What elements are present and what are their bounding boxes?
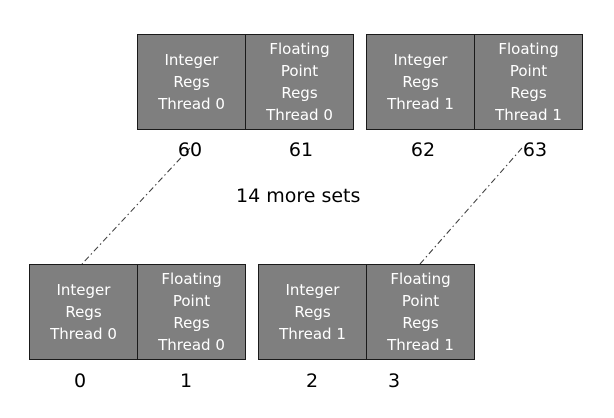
bottom-float-regs-thread0-box: Floating Point Regs Thread 0 <box>137 264 246 360</box>
connector-line-right <box>419 147 523 265</box>
box-line: Regs <box>510 84 547 102</box>
box-line: Floating <box>498 40 559 58</box>
box-line: Regs <box>402 73 439 91</box>
box-line: Regs <box>173 73 210 91</box>
more-sets-caption: 14 more sets <box>236 185 361 207</box>
box-line: Integer <box>285 281 340 299</box>
box-line: Regs <box>173 314 210 332</box>
box-line: Point <box>172 292 211 310</box>
box-line: Thread 0 <box>50 325 117 343</box>
bottom-number-2: 2 <box>305 370 319 392</box>
top-float-regs-thread1-box: Floating Point Regs Thread 1 <box>474 34 583 130</box>
top-number-60: 60 <box>177 139 203 161</box>
box-line: Thread 0 <box>158 95 225 113</box>
box-line: Integer <box>164 51 219 69</box>
box-line: Integer <box>393 51 448 69</box>
box-line: Floating <box>269 40 330 58</box>
box-line: Thread 1 <box>387 336 454 354</box>
box-line: Regs <box>281 84 318 102</box>
top-float-regs-thread0-box: Floating Point Regs Thread 0 <box>245 34 354 130</box>
box-line: Regs <box>65 303 102 321</box>
top-number-61: 61 <box>288 139 314 161</box>
top-integer-regs-thread1-box: Integer Regs Thread 1 <box>366 34 475 130</box>
box-line: Point <box>280 62 319 80</box>
bottom-number-0: 0 <box>73 370 87 392</box>
top-integer-regs-thread0-box: Integer Regs Thread 0 <box>137 34 246 130</box>
box-line: Floating <box>161 270 222 288</box>
box-line: Thread 1 <box>387 95 454 113</box>
box-line: Floating <box>390 270 451 288</box>
box-line: Point <box>509 62 548 80</box>
box-line: Thread 1 <box>495 106 562 124</box>
box-line: Regs <box>402 314 439 332</box>
bottom-number-3: 3 <box>387 370 401 392</box>
box-line: Point <box>401 292 440 310</box>
bottom-integer-regs-thread0-box: Integer Regs Thread 0 <box>29 264 138 360</box>
box-line: Integer <box>56 281 111 299</box>
bottom-integer-regs-thread1-box: Integer Regs Thread 1 <box>258 264 367 360</box>
box-line: Regs <box>294 303 331 321</box>
box-line: Thread 0 <box>158 336 225 354</box>
bottom-float-regs-thread1-box: Floating Point Regs Thread 1 <box>366 264 475 360</box>
box-line: Thread 1 <box>279 325 346 343</box>
bottom-number-1: 1 <box>179 370 193 392</box>
top-number-63: 63 <box>522 139 548 161</box>
box-line: Thread 0 <box>266 106 333 124</box>
connector-line-left <box>81 147 191 265</box>
top-number-62: 62 <box>410 139 436 161</box>
